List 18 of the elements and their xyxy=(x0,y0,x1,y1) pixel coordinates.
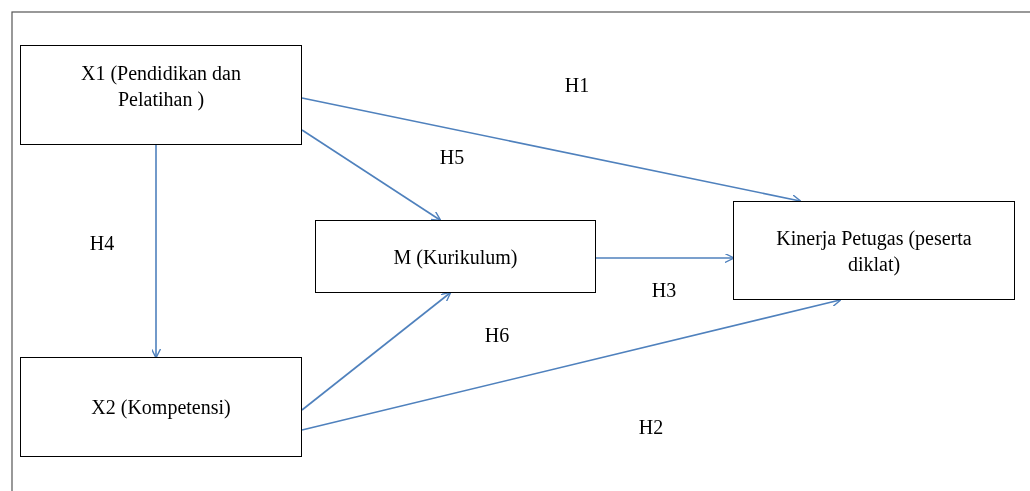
variable-label: X1 (Pendidikan dan Pelatihan ) xyxy=(80,61,242,112)
variable-box xyxy=(20,45,302,145)
variable-box xyxy=(20,357,302,457)
edge-label: H6 xyxy=(484,323,510,347)
variable-label: M (Kurikulum) xyxy=(393,244,518,270)
variable-label: X2 (Kompetensi) xyxy=(91,395,231,420)
arrow xyxy=(150,144,162,359)
variable-box xyxy=(315,220,596,293)
edge-label: H3 xyxy=(651,278,677,302)
variable-box xyxy=(733,201,1015,300)
arrow xyxy=(595,252,735,264)
variable-label: Kinerja Petugas (peserta diklat) xyxy=(775,225,973,277)
edge-label: H2 xyxy=(638,415,664,439)
edge-label: H5 xyxy=(439,145,465,169)
edge-label: H1 xyxy=(564,73,590,97)
edge-label: H4 xyxy=(89,231,115,255)
arrow xyxy=(301,291,452,411)
arrow xyxy=(301,129,442,222)
